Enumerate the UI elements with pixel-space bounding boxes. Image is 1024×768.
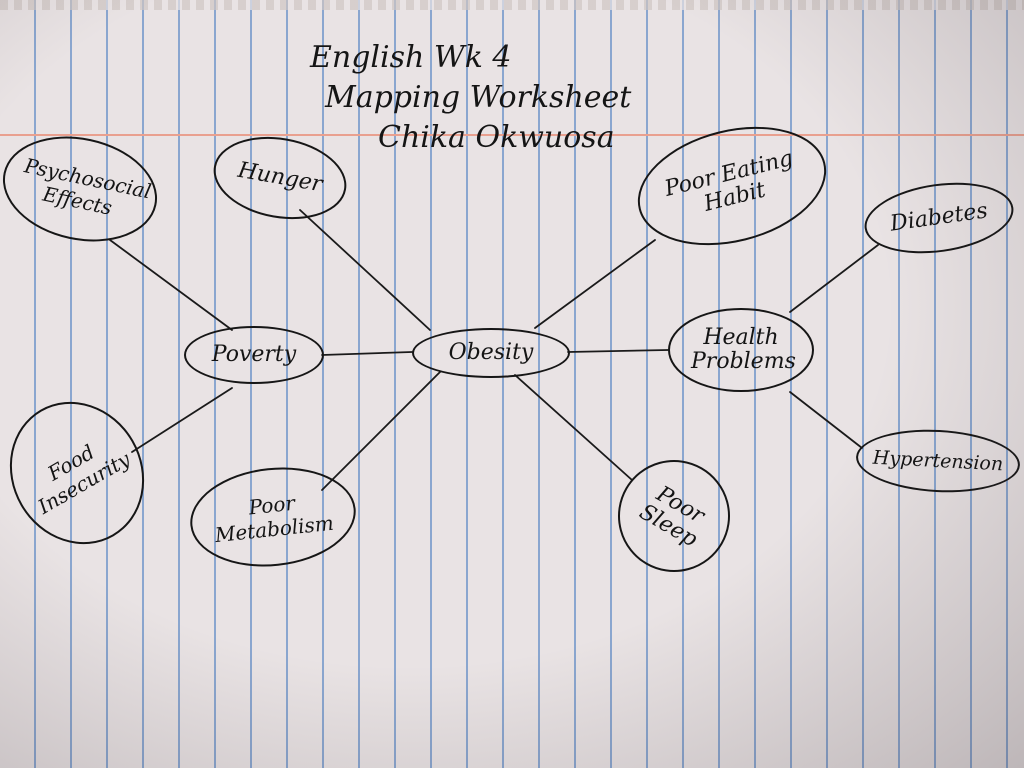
heading-line-course: English Wk 4 — [310, 40, 512, 75]
node-poverty: Poverty — [184, 326, 324, 384]
heading-line-author: Chika Okwuosa — [378, 120, 615, 155]
link-obesity-poor-sleep — [514, 374, 633, 481]
node-health-problems: Health Problems — [668, 308, 814, 392]
node-obesity: Obesity — [412, 328, 570, 378]
link-health-diabetes — [789, 244, 879, 313]
link-health-hypertension — [789, 391, 863, 449]
link-obesity-poor-metabolism — [321, 371, 441, 491]
link-poverty-psychosocial — [109, 239, 233, 331]
link-poverty-food-insecurity — [131, 387, 233, 453]
worksheet-heading: English Wk 4 Mapping Worksheet Chika Okw… — [300, 38, 680, 158]
link-obesity-poverty — [321, 351, 413, 356]
link-obesity-poor-eating — [534, 239, 656, 329]
link-obesity-health-problems — [567, 349, 669, 353]
link-obesity-hunger — [299, 209, 431, 331]
heading-line-assignment: Mapping Worksheet — [325, 80, 632, 115]
